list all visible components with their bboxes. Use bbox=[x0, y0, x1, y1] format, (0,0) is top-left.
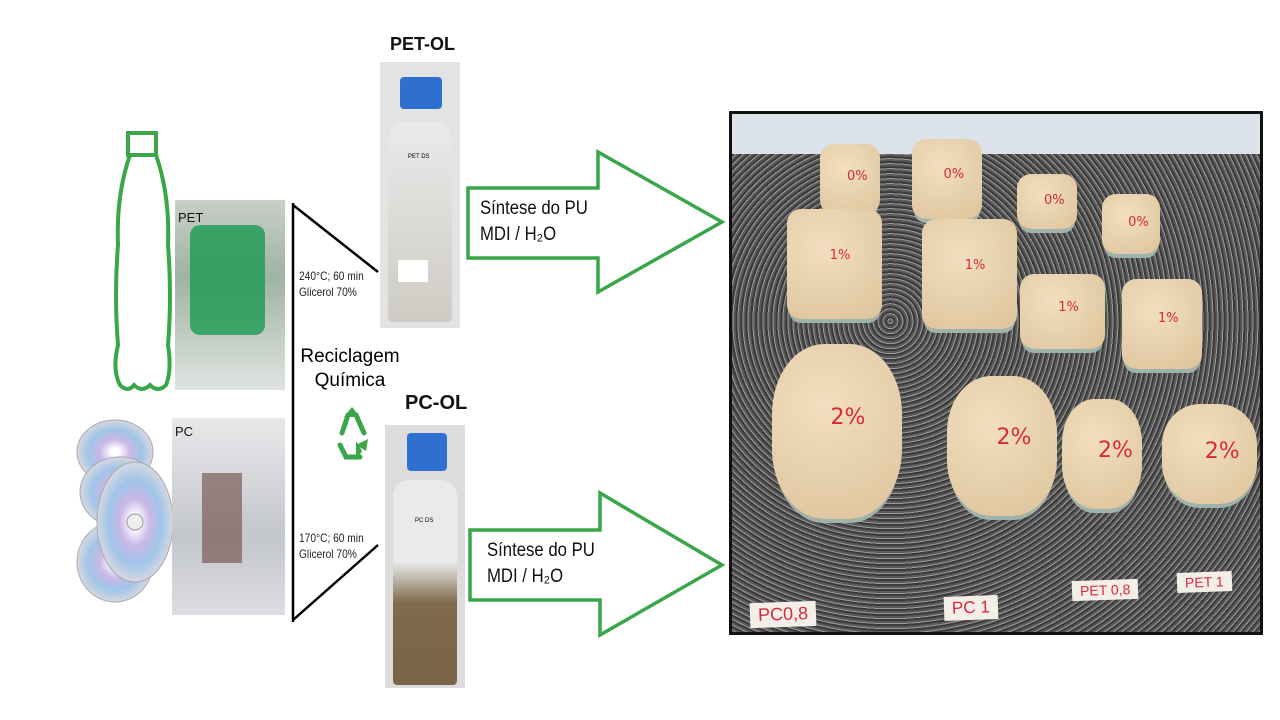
foam-sample: 1% bbox=[1122, 279, 1202, 369]
foam-sample: 1% bbox=[787, 209, 882, 319]
pet-flakes-photo bbox=[175, 200, 285, 390]
foam-percent-label: 2% bbox=[1098, 437, 1133, 463]
foam-sample: 2% bbox=[947, 376, 1057, 516]
pc-condition-glycerol: Glicerol 70% bbox=[299, 547, 357, 561]
cd-stack-image bbox=[76, 419, 174, 603]
foam-sample: 0% bbox=[912, 139, 982, 219]
pet-ol-title: PET-OL bbox=[390, 34, 456, 54]
pc-ol-title: PC-OL bbox=[405, 392, 468, 414]
pc-pieces-photo bbox=[172, 418, 285, 615]
arrow-pc-synthesis bbox=[468, 489, 726, 639]
foam-percent-label: 2% bbox=[996, 425, 1032, 450]
pc-bottle-label: PC DS bbox=[415, 518, 434, 524]
arrow1-line1: Síntese do PU bbox=[480, 198, 588, 219]
foam-percent-label: 0% bbox=[1128, 215, 1149, 230]
tag-pet1: PET 1 bbox=[1176, 571, 1232, 593]
synthesis-arrows bbox=[466, 149, 726, 639]
foam-sample: 0% bbox=[1102, 194, 1160, 254]
foam-percent-label: 0% bbox=[1044, 193, 1065, 209]
foam-sample: 2% bbox=[772, 344, 902, 519]
pu-foam-photo: 0% 0% 0% 0% 1% 1% 1% 1% 2% 2% 2% 2% PC0,8 PC 1 PET … bbox=[729, 111, 1263, 635]
pet-bottle-label: PET DS bbox=[408, 154, 430, 160]
pet-condition-temp: 240°C; 60 min bbox=[299, 269, 364, 283]
pc-condition-temp: 170°C; 60 min bbox=[299, 531, 364, 545]
arrow1-line2: MDI / H₂O bbox=[480, 224, 557, 245]
tag-pc1: PC 1 bbox=[943, 595, 999, 621]
arrow2-line2: MDI / H₂O bbox=[487, 566, 564, 587]
pc-ol-bottle-photo: PC DS bbox=[385, 425, 465, 688]
tag-pet08: PET 0,8 bbox=[1071, 578, 1139, 602]
process-title-line2: Química bbox=[314, 370, 386, 391]
process-title-line1: Reciclagem bbox=[300, 346, 400, 367]
foam-percent-label: 1% bbox=[829, 247, 851, 263]
foam-percent-label: 2% bbox=[830, 405, 866, 431]
pc-label: PC bbox=[175, 424, 194, 439]
foam-percent-label: 1% bbox=[964, 257, 986, 273]
foam-sample: 0% bbox=[1017, 174, 1077, 229]
arrow2-line1: Síntese do PU bbox=[487, 540, 595, 561]
foam-percent-label: 0% bbox=[943, 167, 965, 182]
pet-condition-glycerol: Glicerol 70% bbox=[299, 285, 357, 299]
tag-pc08: PC0,8 bbox=[749, 600, 817, 629]
pet-ol-bottle-photo: PET DS bbox=[380, 62, 460, 328]
foam-sample: 1% bbox=[1020, 274, 1105, 349]
recycle-icon bbox=[337, 407, 368, 461]
foam-sample: 2% bbox=[1062, 399, 1142, 509]
foam-percent-label: 1% bbox=[1158, 310, 1179, 326]
foam-percent-label: 2% bbox=[1204, 439, 1240, 464]
foam-sample: 2% bbox=[1162, 404, 1257, 504]
foam-sample: 1% bbox=[922, 219, 1017, 329]
arrow-pet-synthesis bbox=[466, 149, 726, 295]
reaction-triangle bbox=[291, 203, 379, 622]
foam-sample: 0% bbox=[820, 144, 880, 214]
bottle-outline-icon bbox=[113, 131, 172, 391]
foam-percent-label: 1% bbox=[1058, 300, 1079, 316]
pet-label: PET bbox=[178, 210, 204, 225]
foam-percent-label: 0% bbox=[847, 168, 868, 184]
